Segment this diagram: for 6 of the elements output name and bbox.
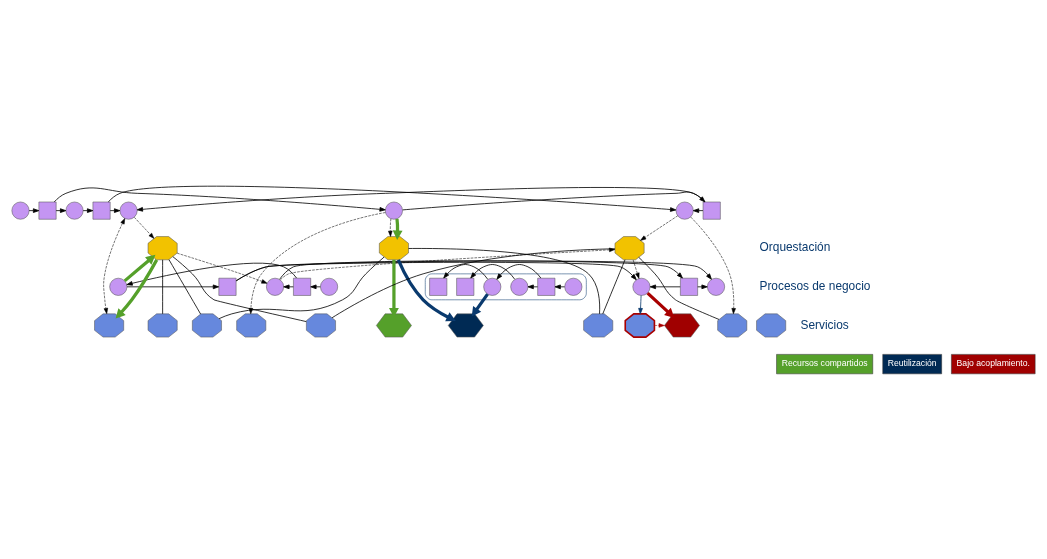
legend-label: Recursos compartidos <box>781 357 868 368</box>
label: Procesos de negocio <box>759 278 871 293</box>
label: Orquestación <box>759 239 831 254</box>
label: Servicios <box>800 317 849 331</box>
legend-label: Bajo acoplamiento. <box>956 357 1030 368</box>
legend-label: Reutilización <box>887 357 937 368</box>
